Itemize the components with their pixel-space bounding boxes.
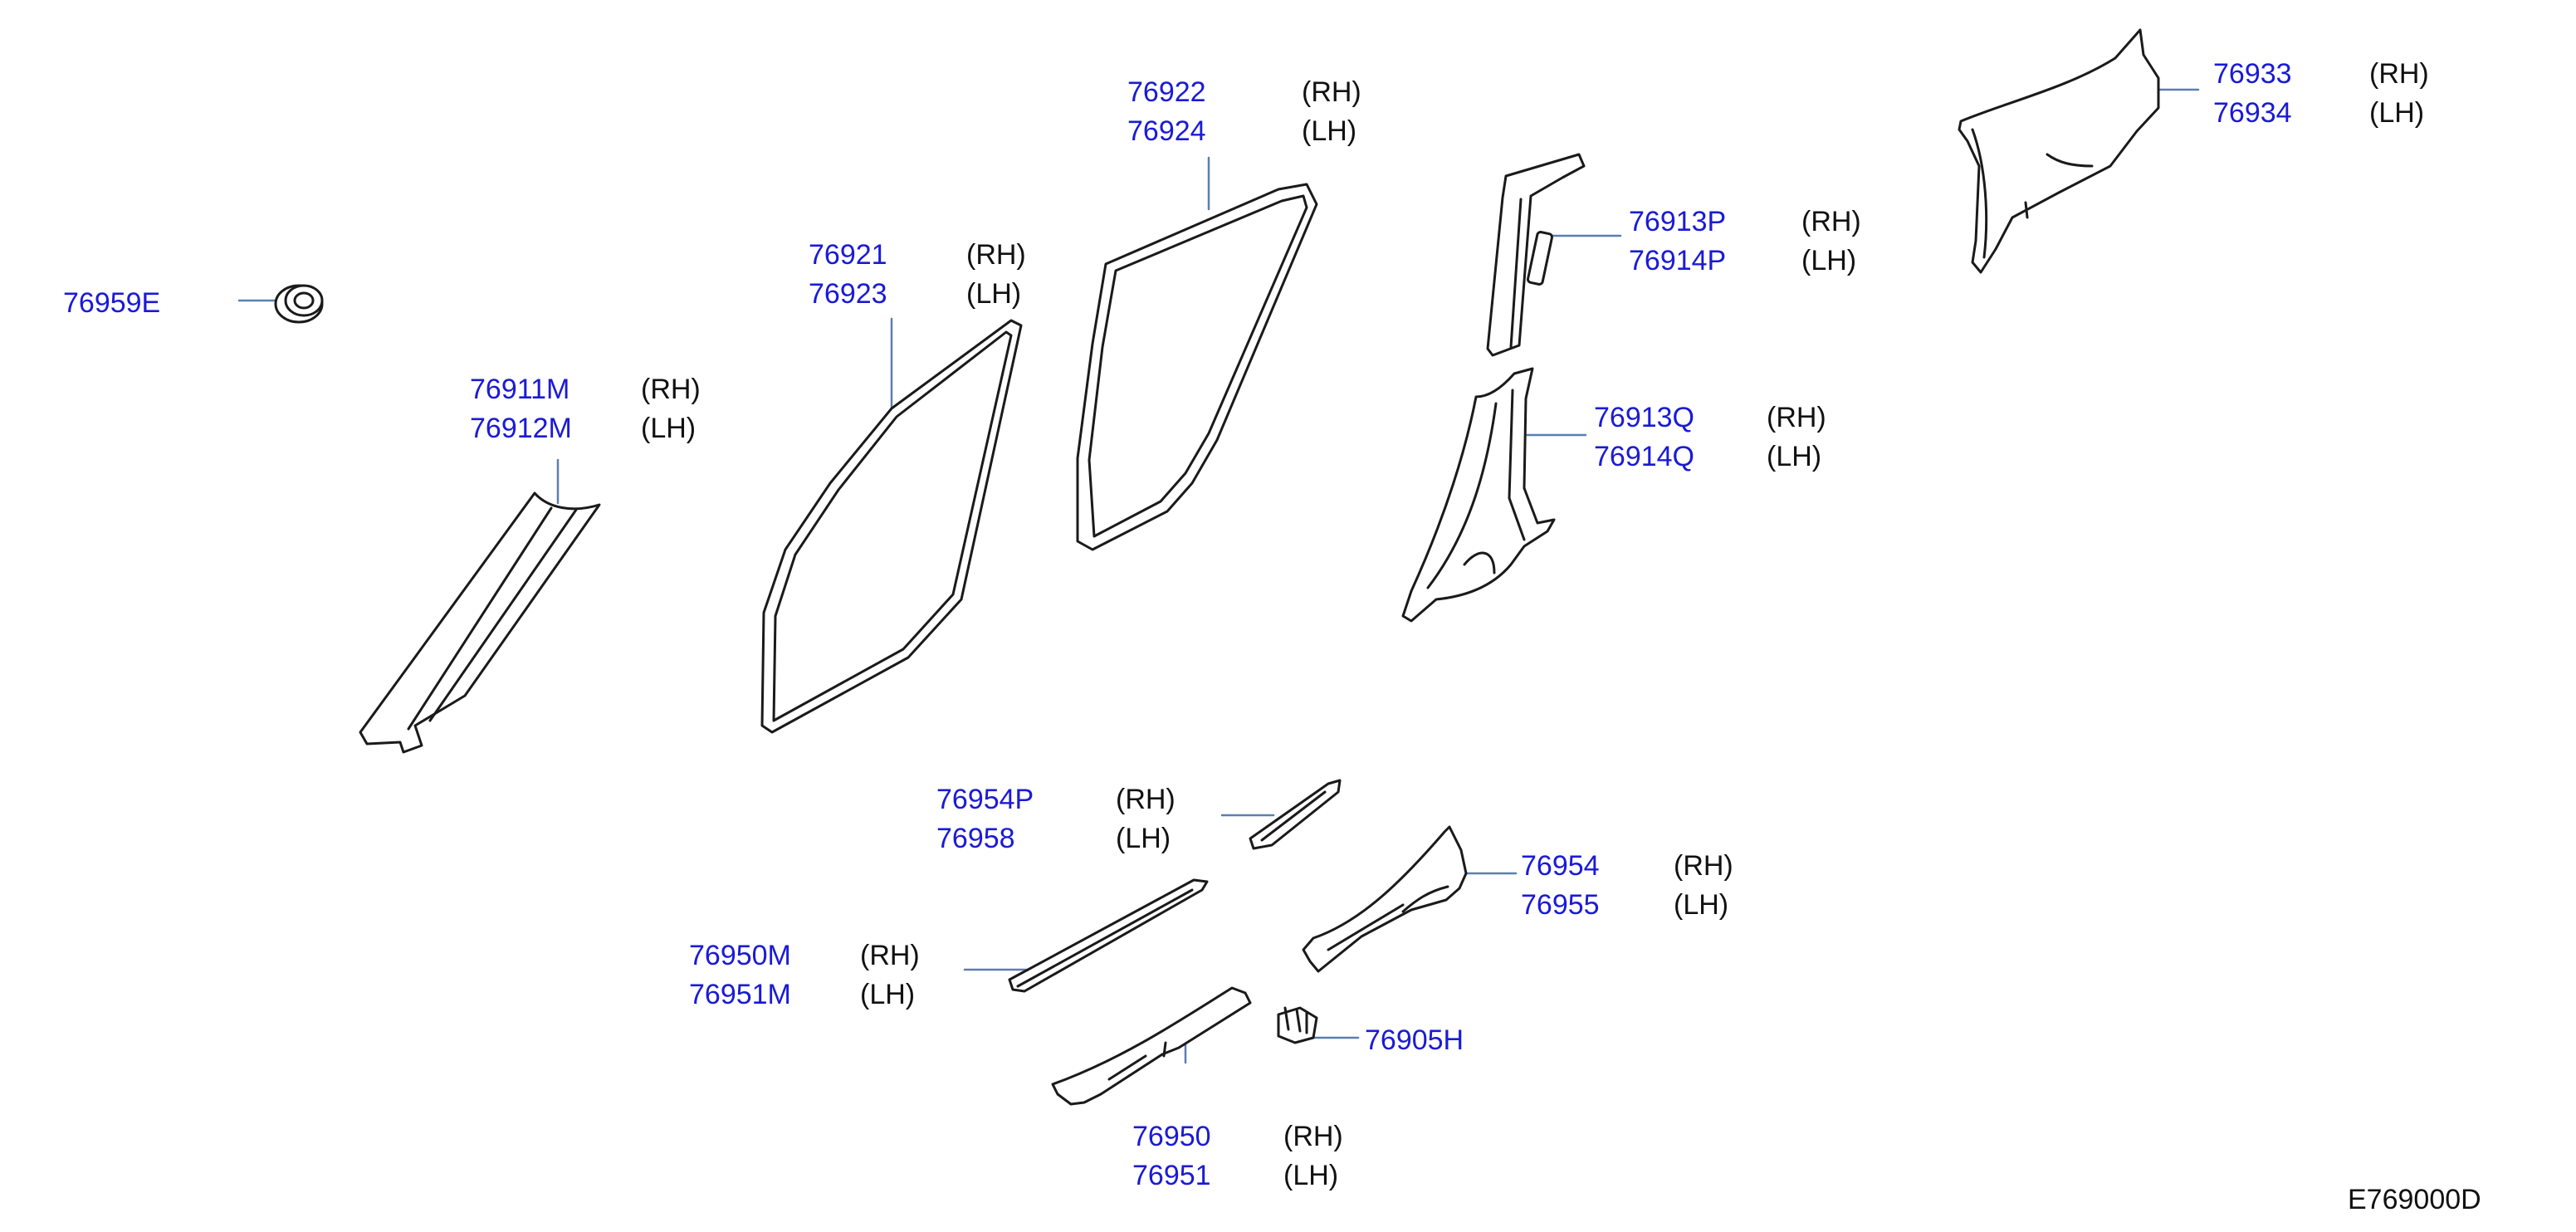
part-number-76913p[interactable]: 76913P [1629,206,1727,237]
side-lh: (LH) [1674,889,1729,921]
part-number-76954p[interactable]: 76954P [936,784,1034,815]
side-lh: (LH) [860,979,916,1010]
side-lh: (LH) [966,278,1022,310]
part-number-76959e[interactable]: 76959E [63,287,161,319]
kicking-plate-rear-76954[interactable] [1302,825,1468,973]
part-number-76934[interactable]: 76934 [2213,97,2292,129]
part-number-76950m[interactable]: 76950M [689,940,791,971]
side-rh: (RH) [1801,206,1861,237]
side-lh: (LH) [1283,1160,1339,1191]
part-number-76950[interactable]: 76950 [1132,1121,1211,1152]
part-number-76921[interactable]: 76921 [809,239,887,271]
side-rh: (RH) [2369,58,2429,90]
rear-door-weatherstrip-76922[interactable] [1076,183,1318,551]
part-number-76951m[interactable]: 76951M [689,979,791,1010]
part-number-76923[interactable]: 76923 [809,278,887,310]
grommet-76959e[interactable] [274,284,324,324]
figure-code: E769000D [2348,1184,2481,1215]
clip-76905h[interactable] [1277,1006,1318,1044]
part-number-76912m[interactable]: 76912M [470,413,572,444]
kicking-plate-rear-inner-76954p[interactable] [1249,779,1342,850]
side-rh: (RH) [1302,76,1361,108]
side-rh: (RH) [1283,1121,1343,1152]
callout-76913p: 76913P (RH) 76914P (LH) [1629,203,1861,281]
part-number-76954[interactable]: 76954 [1521,850,1600,882]
part-number-76911m[interactable]: 76911M [470,374,570,405]
side-rh: (RH) [966,239,1026,271]
part-number-76951[interactable]: 76951 [1132,1160,1211,1191]
side-rh: (RH) [860,940,920,971]
rear-pillar-garnish-76933[interactable] [1958,28,2160,274]
kicking-plate-front-inner-76950m[interactable] [1008,878,1209,993]
side-lh: (LH) [1767,441,1822,472]
side-rh: (RH) [1116,784,1176,815]
callout-76950m: 76950M (RH) 76951M (LH) [689,936,920,1014]
kicking-plate-front-76950[interactable] [1051,986,1252,1106]
center-pillar-upper-76913p[interactable] [1486,153,1586,357]
side-lh: (LH) [2369,97,2425,129]
side-lh: (LH) [1116,823,1171,854]
part-number-76905h[interactable]: 76905H [1365,1024,1464,1056]
side-lh: (LH) [1302,115,1357,147]
side-rh: (RH) [641,374,701,405]
callout-76959e: 76959E [63,284,160,323]
callout-76905h: 76905H [1365,1021,1464,1060]
side-rh: (RH) [1767,402,1826,433]
callout-76913q: 76913Q (RH) 76914Q (LH) [1594,398,1826,477]
part-number-76933[interactable]: 76933 [2213,58,2292,90]
part-number-76924[interactable]: 76924 [1127,115,1206,147]
leader-lines [237,88,2200,1064]
callout-76950: 76950 (RH) 76951 (LH) [1132,1117,1343,1195]
side-lh: (LH) [1801,245,1857,276]
part-number-76914p[interactable]: 76914P [1629,245,1727,276]
part-number-76922[interactable]: 76922 [1127,76,1206,108]
callout-76911m: 76911M (RH) 76912M (LH) [470,370,701,448]
side-lh: (LH) [641,413,697,444]
front-door-weatherstrip-76921[interactable] [760,319,1023,734]
callout-76933: 76933 (RH) 76934 (LH) [2213,55,2429,133]
part-number-76914q[interactable]: 76914Q [1594,441,1694,472]
front-pillar-garnish-76911m[interactable] [359,491,601,754]
callout-76922: 76922 (RH) 76924 (LH) [1127,73,1361,151]
callout-76921: 76921 (RH) 76923 (LH) [809,236,1026,314]
part-number-76955[interactable]: 76955 [1521,889,1600,921]
callout-76954: 76954 (RH) 76955 (LH) [1521,847,1733,925]
part-number-76958[interactable]: 76958 [936,823,1015,854]
part-number-76913q[interactable]: 76913Q [1594,402,1694,433]
center-pillar-lower-76913q[interactable] [1401,367,1556,623]
callout-76954p: 76954P (RH) 76958 (LH) [936,780,1176,858]
side-rh: (RH) [1674,850,1733,882]
